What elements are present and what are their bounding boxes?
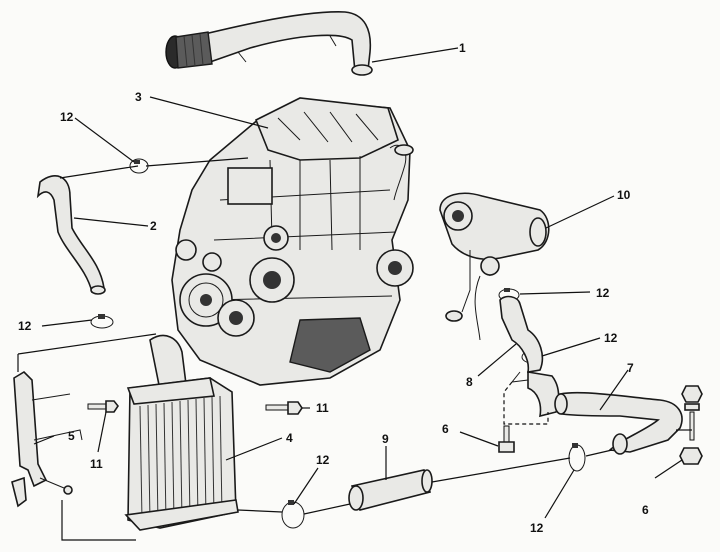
callout-6-left: 6 [442, 422, 449, 436]
callout-5: 5 [68, 429, 75, 443]
callout-12-pipe: 12 [604, 331, 618, 345]
intercooler-connecting-hose [348, 469, 433, 511]
callout-11-right: 11 [316, 401, 329, 415]
intake-air-duct [165, 11, 373, 76]
callout-labels: 1 3 2 12 12 11 11 4 5 12 9 10 12 12 8 7 … [18, 41, 649, 535]
intercooler [124, 334, 239, 531]
callout-10: 10 [617, 188, 631, 202]
bracket-8 [511, 371, 529, 383]
intake-bellows [165, 31, 213, 69]
connection-lines [17, 157, 613, 541]
intercooler-bracket [11, 370, 83, 508]
callout-12-left: 12 [18, 319, 32, 333]
callout-6-right: 6 [642, 503, 649, 517]
turbo-outlet-pipe [499, 295, 560, 418]
upper-hose [36, 175, 106, 295]
callout-12-bottom-right: 12 [530, 521, 544, 535]
leader-lines [33, 47, 683, 519]
callout-1: 1 [459, 41, 466, 55]
hose-clamp-pipe-7 [568, 443, 586, 472]
callout-3: 3 [135, 90, 142, 104]
dashed-guide-8 [503, 381, 549, 425]
bolt-bracket [87, 400, 119, 413]
callout-9: 9 [382, 432, 389, 446]
callout-2: 2 [150, 219, 157, 233]
callout-8: 8 [466, 375, 473, 389]
callout-12-turbo: 12 [596, 286, 610, 300]
turbocharger [439, 192, 550, 341]
callout-11-left: 11 [90, 457, 103, 471]
bolt-intercooler [265, 401, 303, 415]
callout-12-upper: 12 [60, 110, 74, 124]
bolt-left [498, 425, 515, 453]
hose-clamp-lower-left [90, 314, 114, 329]
hose-clamp-hose-9 [281, 500, 305, 529]
callout-12-bottom-left: 12 [316, 453, 330, 467]
callout-4: 4 [286, 431, 293, 445]
intercooler-inlet-pipe [554, 391, 683, 455]
callout-7: 7 [627, 361, 634, 375]
engine-assembly [171, 97, 414, 386]
nut-stack-right [676, 385, 703, 465]
